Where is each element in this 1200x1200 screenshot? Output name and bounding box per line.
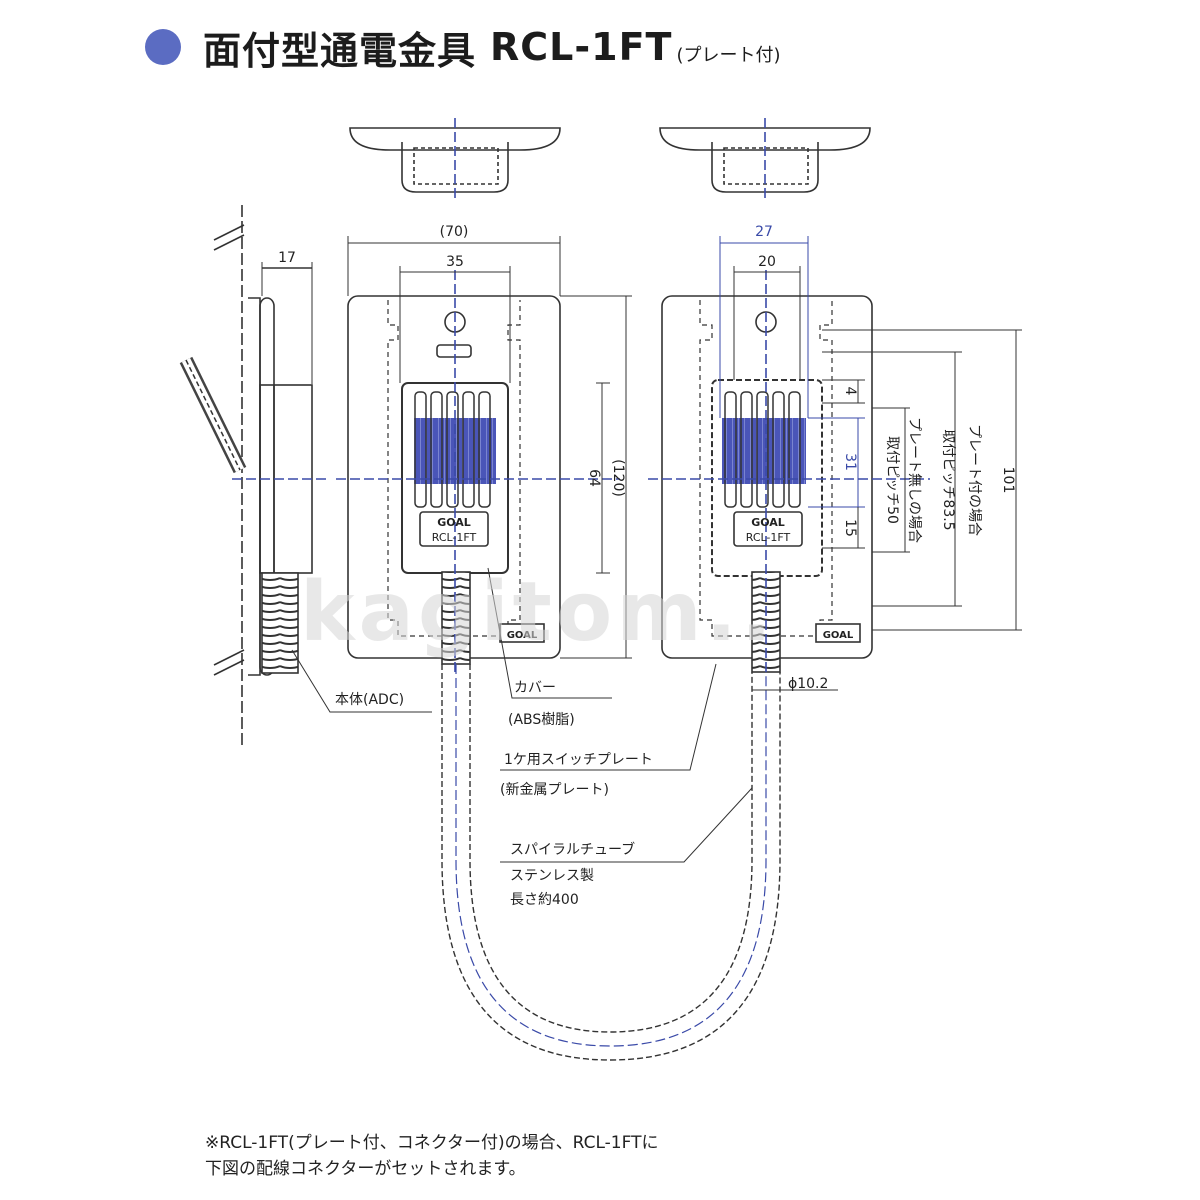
part-labels: 本体(ADC) カバー (ABS樹脂) 1ケ用スイッチプレート (新金属プレート… xyxy=(335,516,854,908)
top-view-right xyxy=(659,118,871,200)
plate-material-label: (新金属プレート) xyxy=(500,782,609,798)
dim-101: 101 xyxy=(1000,467,1016,494)
watermark: kagitom.. xyxy=(300,565,776,660)
dim-70: (70) xyxy=(440,224,469,240)
brand-mark-left: GOAL xyxy=(437,516,471,529)
cover-label: カバー xyxy=(514,680,556,696)
dimension-labels: 17 (70) 35 27 20 64 (120) 4 31 15 101 取付… xyxy=(278,224,1016,692)
with-plate-label: プレート付の場合 xyxy=(966,424,982,536)
dim-64: 64 xyxy=(586,469,602,487)
body-label: 本体(ADC) xyxy=(335,692,404,708)
title-main: 面付型通電金具 xyxy=(203,28,477,73)
dim-20: 20 xyxy=(758,254,776,270)
brand-badge-left: GOAL xyxy=(507,630,538,641)
note-line-2: 下図の配線コネクターがセットされます。 xyxy=(205,1159,526,1179)
plate-label: 1ケ用スイッチプレート xyxy=(504,752,653,768)
front-view-cover xyxy=(336,270,620,672)
dim-31: 31 xyxy=(842,453,858,471)
pitch-83-5-label: 取付ピッチ83.5 xyxy=(940,429,956,530)
model-mark-left: RCL-1FT xyxy=(432,531,477,544)
top-view-left xyxy=(349,118,561,200)
leader-lines xyxy=(291,567,753,863)
dim-27: 27 xyxy=(755,224,773,240)
note-line-1: ※RCL-1FT(プレート付、コネクター付)の場合、RCL-1FTに xyxy=(205,1133,659,1153)
title-model: RCL-1FT xyxy=(490,25,673,69)
tube-label: スパイラルチューブ xyxy=(510,841,635,858)
brand-mark-right: GOAL xyxy=(751,516,785,529)
spiral-tube-loop xyxy=(441,664,781,1061)
dim-35: 35 xyxy=(446,254,464,270)
title-bullet-icon xyxy=(145,29,181,65)
dim-17: 17 xyxy=(278,250,296,266)
dim-4: 4 xyxy=(842,387,858,396)
tube-material-label: ステンレス製 xyxy=(510,868,594,884)
dim-120: (120) xyxy=(610,459,626,497)
dim-phi: ϕ10.2 xyxy=(788,676,828,692)
tube-length-label: 長さ約400 xyxy=(510,892,579,908)
title-sub: (プレート付) xyxy=(676,45,781,66)
model-mark-right: RCL-1FT xyxy=(746,531,791,544)
front-view-plate xyxy=(648,270,930,673)
dim-15: 15 xyxy=(842,519,858,537)
side-view xyxy=(179,205,330,745)
dimension-lines xyxy=(347,236,1022,691)
title-row: 面付型通電金具 RCL-1FT (プレート付) xyxy=(145,22,781,73)
no-plate-label: プレート無しの場合 xyxy=(906,417,922,543)
brand-badge-right: GOAL xyxy=(823,630,854,641)
pitch-50-label: 取付ピッチ50 xyxy=(884,436,900,524)
cover-material-label: (ABS樹脂) xyxy=(508,712,575,728)
